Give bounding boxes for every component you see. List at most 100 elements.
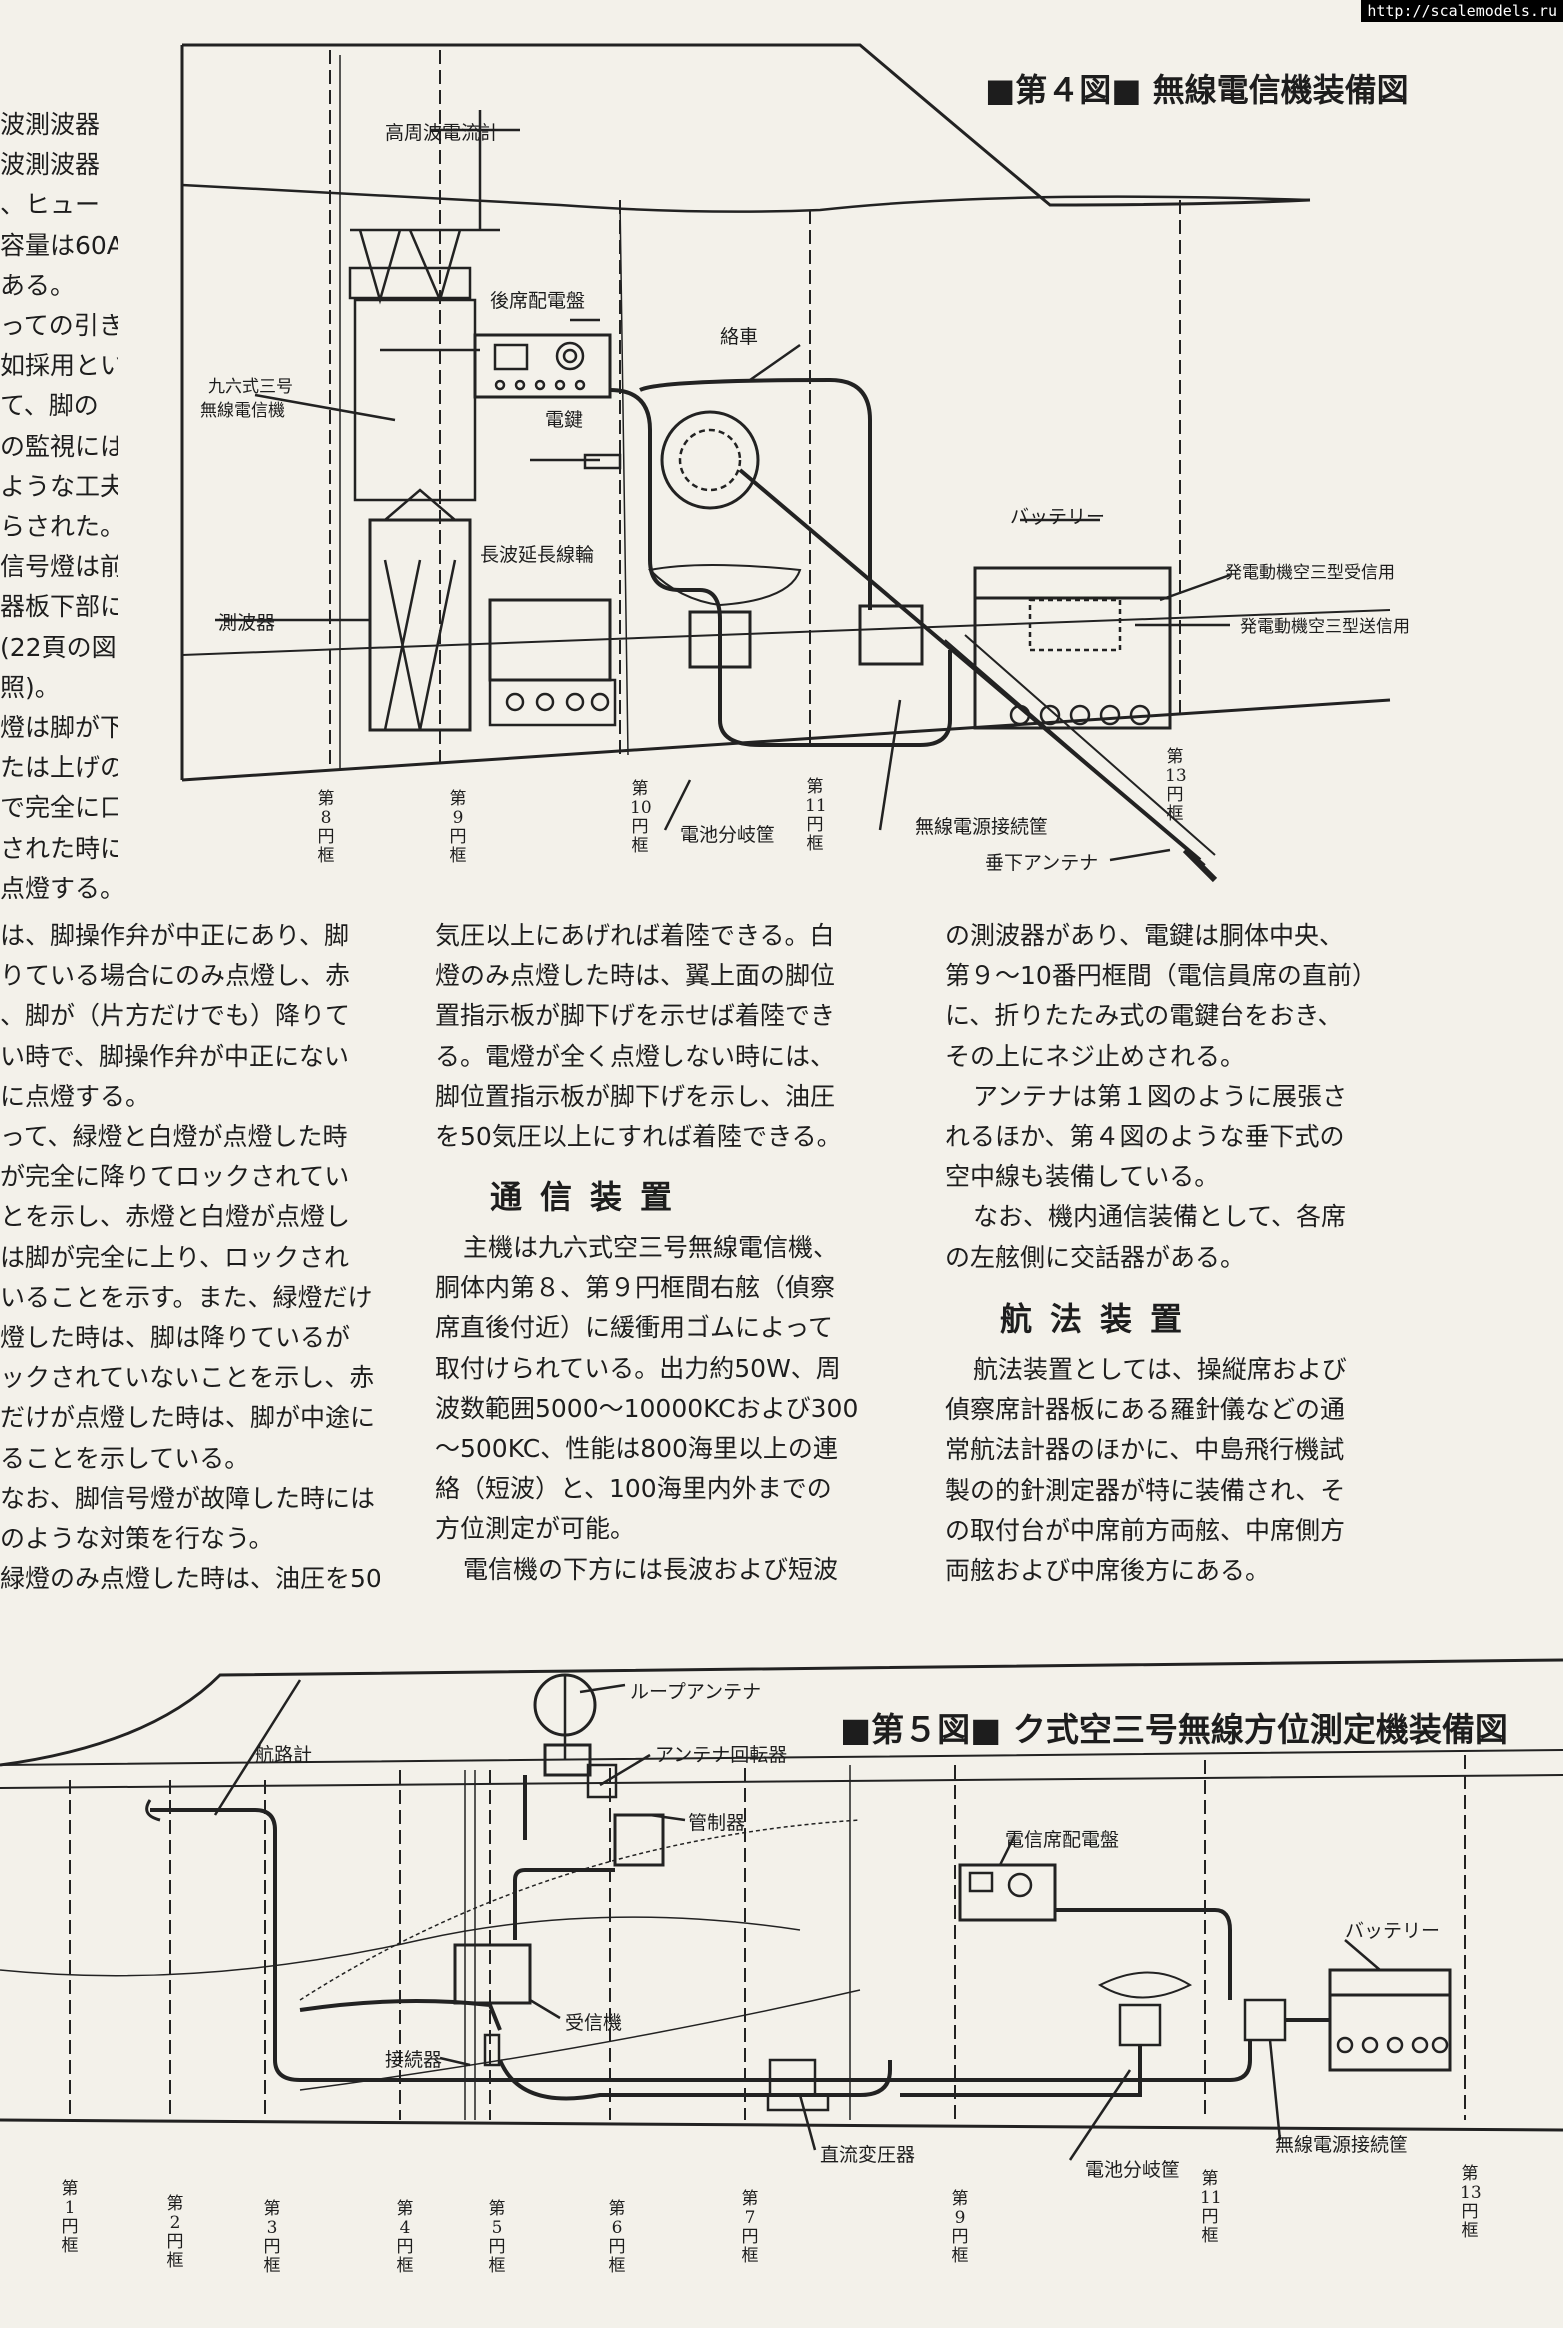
frame-label: 第3円框: [263, 2199, 281, 2276]
text-line: りている場合にのみ点燈し、赤: [0, 961, 351, 991]
text-line: 電信機の下方には長波および短波: [463, 1554, 839, 1584]
figure-5: ■第５図■ ク式空三号無線方位測定機装備図 ループアンテナ アンテナ回転器 航路…: [0, 1640, 1563, 2328]
label-radio-set: 九六式三号: [208, 377, 293, 397]
figure-5-drawing: [0, 1658, 1563, 2161]
label-radio-set-2: 無線電信機: [200, 401, 285, 421]
text-line: アンテナは第１図のように展張さ: [973, 1081, 1348, 1111]
text-line: 点燈する。: [0, 873, 118, 903]
text-line: の取付台が中席前方両舷、中席側方: [945, 1515, 1346, 1545]
text-line: ある。: [0, 270, 76, 300]
text-line: は脚が完全に上り、ロックされ: [0, 1242, 350, 1272]
text-line: のような対策を行なう。: [0, 1524, 274, 1554]
text-line: で完全に口: [0, 793, 118, 823]
label-key: 電鍵: [545, 409, 584, 431]
label-loop-antenna: ループアンテナ: [630, 1681, 762, 1703]
text-line: 、ヒュー: [0, 190, 101, 220]
label-lw-coil: 長波延長線輪: [480, 544, 595, 566]
text-column-3: の測波器があり、電鍵は胴体中央、 第９～10番円框間（電信員席の直前） に、折り…: [945, 916, 1415, 1278]
text-line: その上にネジ止めされる。: [945, 1041, 1246, 1071]
text-line: っての引き: [0, 311, 118, 341]
text-line: らされた。: [0, 512, 118, 542]
label-receiver: 受信機: [565, 2012, 623, 2034]
frame-label: 第2円框: [166, 2194, 184, 2271]
text-line: 波測波器: [0, 110, 101, 139]
text-line: は、脚操作弁が中正にあり、脚: [0, 921, 350, 950]
frame-label: 第1円框: [61, 2179, 79, 2256]
text-line: が完全に降りてロックされてい: [0, 1162, 350, 1192]
frame-label: 第11円框: [1200, 2169, 1222, 2246]
text-line: だけが点燈した時は、脚が中途に: [0, 1403, 376, 1433]
figure-5-title: ■第５図■ ク式空三号無線方位測定機装備図: [840, 1710, 1508, 1749]
text-line: い時で、脚操作弁が中正にない: [0, 1041, 350, 1071]
text-line: の左舷側に交話器がある。: [945, 1242, 1246, 1272]
figure-4-drawing: [180, 43, 1391, 883]
text-line: って、緑燈と白燈が点燈した時: [0, 1122, 348, 1152]
text-column-3b: 航法装置としては、操縦席および 偵察席計器板にある羅針儀などの通 常航法計器のほ…: [945, 1350, 1415, 1591]
text-line: ような工夫: [0, 471, 118, 501]
text-line: 空中線も装備している。: [945, 1162, 1220, 1192]
text-line: 照)。: [0, 672, 60, 702]
text-line: 偵察席計器板にある羅針儀などの通: [945, 1395, 1346, 1425]
frame-label: 第4円框: [396, 2199, 414, 2276]
text-line: 、脚が（片方だけでも）降りて: [0, 1001, 351, 1031]
label-connector: 接続器: [385, 2049, 443, 2071]
label-battery: バッテリー: [1010, 506, 1106, 528]
text-line: たは上げの: [0, 753, 118, 783]
text-line: 容量は60A: [0, 230, 118, 260]
text-line: ることを示している。: [0, 1443, 250, 1473]
text-line: の監視には: [0, 431, 118, 461]
text-column-2b: 主機は九六式空三号無線電信機、 胴体内第８、第９円框間右舷（偵察 席直後付近）に…: [435, 1228, 895, 1590]
text-line: 脚位置指示板が脚下げを示し、油圧: [435, 1081, 836, 1111]
label-gen-tx: 発電動機空三型送信用: [1240, 617, 1410, 637]
frame-label: 第5円框: [488, 2199, 506, 2276]
text-line: 信号燈は前: [0, 552, 118, 582]
text-line: 器板下部に: [0, 592, 118, 622]
frame-label: 第6円框: [608, 2199, 626, 2276]
text-line: 主機は九六式空三号無線電信機、: [463, 1233, 839, 1262]
text-line: 燈した時は、脚は降りているが: [0, 1323, 351, 1353]
frame-label: 第8円框: [317, 789, 335, 866]
frame-label: 第9円框: [449, 789, 467, 866]
label-power-box: 無線電源接続筐: [1275, 2134, 1409, 2156]
text-line: に点燈する。: [0, 1081, 151, 1111]
text-line: 両舷および中席後方にある。: [945, 1556, 1271, 1586]
text-line: に、折りたたみ式の電鍵台をおき、: [945, 1001, 1343, 1031]
label-power-box: 無線電源接続筐: [915, 816, 1049, 838]
text-line: を50気圧以上にすれば着陸できる。: [435, 1122, 842, 1152]
frame-label: 第10円框: [630, 779, 652, 856]
label-gen-rx: 発電動機空三型受信用: [1225, 563, 1395, 583]
text-line: 取付けられている。出力約50W、周: [435, 1353, 841, 1383]
text-line: 如採用とい: [0, 351, 118, 381]
text-line: いることを示す。また、緑燈だけ: [0, 1282, 373, 1312]
left-text-fragment: 波測波器 波測波器 、ヒュー 容量は60A ある。 っての引き 如採用とい て、…: [0, 105, 118, 909]
figure-4-title: ■第４図■ 無線電信機装備図: [985, 71, 1409, 109]
label-trailing-antenna: 垂下アンテナ: [985, 852, 1099, 874]
text-line: 絡（短波）と、100海里内外までの: [435, 1474, 832, 1504]
label-wavemeter: 測波器: [218, 612, 276, 634]
text-line: 気圧以上にあげれば着陸できる。白: [435, 921, 835, 950]
text-line: の測波器があり、電鍵は胴体中央、: [945, 921, 1345, 950]
text-line: (22頁の図: [0, 632, 117, 662]
text-line: 燈は脚が下: [0, 713, 118, 743]
text-line: て、脚の: [0, 391, 99, 421]
text-line: ～500KC、性能は800海里以上の連: [435, 1434, 838, 1464]
label-reel: 絡車: [720, 326, 759, 348]
text-line: 製の的針測定器が特に装備され、そ: [945, 1475, 1346, 1505]
text-column-1: は、脚操作弁が中正にあり、脚 りている場合にのみ点燈し、赤 、脚が（片方だけでも…: [0, 916, 380, 1599]
frame-label: 第13円框: [1165, 747, 1187, 824]
text-line: された時に: [0, 833, 118, 863]
frame-label: 第11円框: [805, 777, 827, 854]
text-line: 緑燈のみ点燈した時は、油圧を50: [0, 1564, 380, 1594]
text-line: 燈のみ点燈した時は、翼上面の脚位: [435, 961, 836, 991]
text-line: 置指示板が脚下げを示せば着陸でき: [435, 1001, 836, 1031]
figure-4: ■第４図■ 無線電信機装備図 高周波電流計 後席配電盤 九六式三号 無線電信機 …: [0, 0, 1563, 900]
label-batt-box: 電池分岐筐: [1085, 2159, 1181, 2181]
label-operator-panel: 電信席配電盤: [1005, 1829, 1120, 1851]
text-line: 席直後付近）に緩衝用ゴムによって: [435, 1313, 834, 1343]
label-controller: 管制器: [688, 1812, 746, 1834]
label-high-freq-meter: 高周波電流計: [385, 122, 500, 144]
frame-label: 第9円框: [951, 2189, 969, 2266]
label-battery: バッテリー: [1345, 1920, 1441, 1942]
watermark[interactable]: http://scalemodels.ru: [1361, 0, 1563, 22]
label-antenna-rotator: アンテナ回転器: [655, 1744, 788, 1766]
